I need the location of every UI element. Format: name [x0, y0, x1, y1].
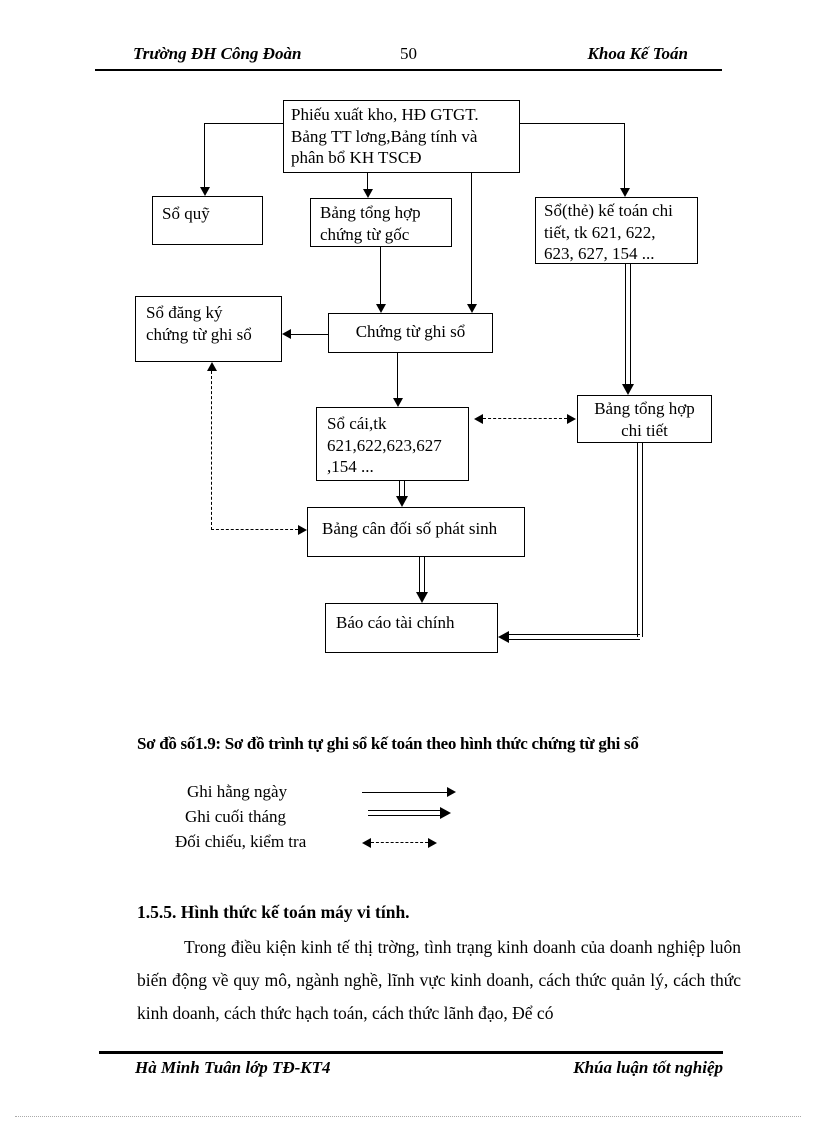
arrow-right-icon	[298, 525, 307, 535]
flowchart-box-source-docs: Phiếu xuất kho, HĐ GTGT. Bảng TT lơng,Bả…	[283, 100, 520, 173]
arrow-left-icon	[282, 329, 291, 339]
connector-source-to-soquy-h	[205, 123, 283, 124]
arrow-down-icon	[376, 304, 386, 313]
page-boundary-dots	[15, 1116, 801, 1117]
page-footer: Hà Minh Tuân lớp TĐ-KT4 Khúa luận tốt ng…	[135, 1058, 723, 1078]
diagram-caption: Sơ đồ số1.9: Sơ đồ trình tự ghi sổ kế to…	[137, 734, 639, 753]
arrow-left-icon	[498, 631, 509, 643]
flowchart-box-bang-can-doi: Bảng cân đối số phát sinh	[307, 507, 525, 557]
legend-label-daily: Ghi hằng ngày	[187, 782, 288, 801]
connector-chungtu-to-socai	[397, 353, 398, 399]
arrow-down-icon	[622, 384, 634, 395]
page-number: 50	[400, 44, 417, 63]
header-school: Trường ĐH Công Đoàn	[133, 44, 302, 63]
connector-source-to-btgoc	[367, 173, 368, 190]
header-faculty: Khoa Kế Toán	[587, 44, 688, 63]
arrow-right-icon	[567, 414, 576, 424]
legend-label-check: Đối chiếu, kiểm tra	[175, 832, 307, 851]
connector-btct-to-baocao-double-h	[508, 634, 640, 640]
connector-sothe-to-btct-double	[625, 263, 631, 386]
arrow-down-icon	[363, 189, 373, 198]
arrow-down-icon	[416, 592, 428, 603]
connector-source-to-chungtu	[471, 173, 472, 305]
connector-socai-to-bangcandoi-double	[399, 481, 405, 499]
flowchart-box-chung-tu-ghi-so: Chứng từ ghi sổ	[328, 313, 493, 353]
arrow-right-icon	[447, 787, 456, 797]
arrow-down-icon	[467, 304, 477, 313]
arrow-right-icon	[428, 838, 437, 848]
footer-doc-type: Khúa luận tốt nghiệp	[573, 1058, 723, 1077]
legend-line-solid	[362, 792, 447, 793]
legend-line-double	[368, 810, 441, 816]
page-header: Trường ĐH Công Đoàn 50 Khoa Kế Toán	[95, 44, 722, 71]
flowchart-box-bao-cao: Báo cáo tài chính	[325, 603, 498, 653]
body-paragraph: Trong điều kiện kinh tế thị trờng, tình …	[137, 937, 741, 1023]
arrow-down-icon	[396, 496, 408, 507]
flowchart-box-so-quy: Sổ quỹ	[152, 196, 263, 245]
arrow-down-icon	[620, 188, 630, 197]
arrow-up-icon	[207, 362, 217, 371]
flowchart-box-so-the-ke-toan: Sổ(thẻ) kế toán chi tiết, tk 621, 622, 6…	[535, 197, 698, 264]
flowchart-box-so-dang-ky: Sổ đăng ký chứng từ ghi sổ	[135, 296, 282, 362]
arrow-left-icon	[474, 414, 483, 424]
footer-rule	[99, 1051, 723, 1054]
connector-btct-to-baocao-double-v	[637, 443, 643, 637]
connector-chungtu-to-sodangky	[291, 334, 328, 335]
connector-btgoc-to-chungtu	[380, 247, 381, 305]
connector-bangcandoi-to-baocao-double	[419, 557, 425, 595]
connector-socai-btct-dashed	[483, 418, 567, 419]
arrow-right-icon	[440, 807, 451, 819]
flowchart-box-bang-tong-hop-goc: Bảng tổng hợp chứng từ gốc	[310, 198, 452, 247]
connector-sodangky-bangcandoi-dashed-v	[211, 371, 212, 530]
legend-line-dashed	[371, 842, 428, 843]
connector-sodangky-bangcandoi-dashed-h	[211, 529, 298, 530]
arrow-left-icon	[362, 838, 371, 848]
flowchart-box-bang-tong-hop-chi-tiet: Bảng tổng hợp chi tiết	[577, 395, 712, 443]
arrow-down-icon	[200, 187, 210, 196]
arrow-down-icon	[393, 398, 403, 407]
flowchart-box-so-cai: Sổ cái,tk 621,622,623,627 ,154 ...	[316, 407, 469, 481]
connector-source-to-soquy-v	[204, 123, 205, 188]
footer-author: Hà Minh Tuân lớp TĐ-KT4	[135, 1058, 331, 1077]
legend-label-monthly: Ghi cuối tháng	[185, 807, 287, 826]
section-heading: 1.5.5. Hình thức kế toán máy vi tính.	[137, 902, 410, 922]
connector-source-to-sothe-h	[520, 123, 625, 124]
connector-source-to-sothe-v	[624, 123, 625, 189]
